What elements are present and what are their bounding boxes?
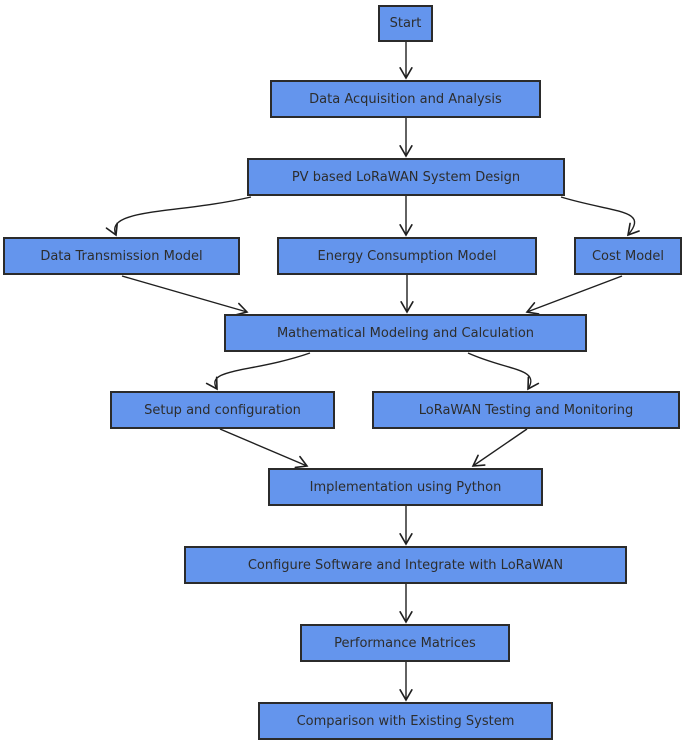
flowchart-node-ecm: Energy Consumption Model <box>277 237 537 275</box>
node-label: Data Transmission Model <box>40 248 203 264</box>
edge-pv-dtm <box>105 196 252 237</box>
flowchart-node-math: Mathematical Modeling and Calculation <box>224 314 587 352</box>
flowchart-node-impl: Implementation using Python <box>268 468 543 506</box>
edge-math-setup <box>205 352 311 391</box>
flowchart-node-perf: Performance Matrices <box>300 624 510 662</box>
node-label: Energy Consumption Model <box>317 248 497 264</box>
flowchart-node-dtm: Data Transmission Model <box>3 237 240 275</box>
node-label: Start <box>389 16 422 31</box>
flowchart-node-daa: Data Acquisition and Analysis <box>270 80 541 118</box>
node-label: Performance Matrices <box>334 635 476 651</box>
flowchart-node-pv: PV based LoRaWAN System Design <box>247 158 565 196</box>
flowchart-node-conf: Configure Software and Integrate with Lo… <box>184 546 627 584</box>
flowchart-node-setup: Setup and configuration <box>110 391 335 429</box>
node-label: LoRaWAN Testing and Monitoring <box>418 402 634 418</box>
node-label: Cost Model <box>591 248 665 264</box>
node-label: Implementation using Python <box>309 479 502 495</box>
flowchart-node-start: Start <box>378 5 433 42</box>
flowchart-node-comp: Comparison with Existing System <box>258 702 553 740</box>
node-label: Setup and configuration <box>144 402 301 418</box>
node-label: Mathematical Modeling and Calculation <box>276 325 535 341</box>
edge-pv-cost <box>560 196 640 237</box>
edge-dtm-math <box>121 275 249 316</box>
node-label: PV based LoRaWAN System Design <box>291 169 521 185</box>
edge-ltm-impl <box>471 428 528 467</box>
edge-math-ltm <box>467 352 540 391</box>
node-label: Data Acquisition and Analysis <box>309 91 502 107</box>
edge-cost-math <box>525 275 623 315</box>
flowchart-node-ltm: LoRaWAN Testing and Monitoring <box>372 391 680 429</box>
edge-setup-impl <box>219 428 309 469</box>
flowchart-node-cost: Cost Model <box>574 237 682 275</box>
node-label: Comparison with Existing System <box>296 713 515 729</box>
node-label: Configure Software and Integrate with Lo… <box>247 557 564 573</box>
